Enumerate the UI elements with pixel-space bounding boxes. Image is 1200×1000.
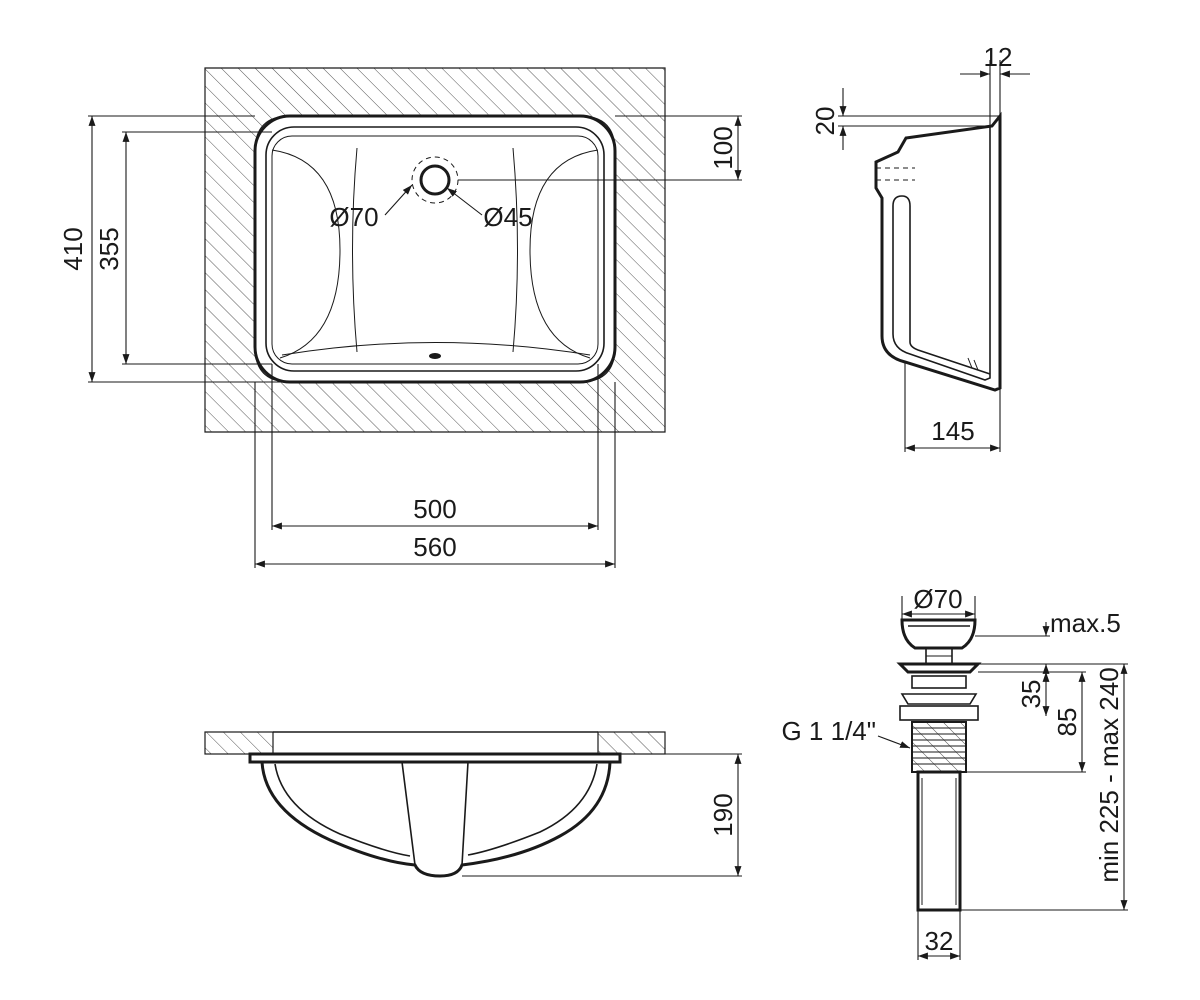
label-100: 100: [708, 126, 738, 169]
side-overflow: [876, 167, 915, 181]
drain-flange: [896, 662, 982, 674]
side-profile-outer: [874, 111, 1002, 392]
label-190: 190: [708, 793, 738, 836]
label-d45: Ø45: [483, 202, 532, 232]
label-max5: max.5: [1050, 608, 1121, 638]
bowl-contour-right2: [512, 147, 518, 353]
overflow-ring: [411, 156, 459, 204]
label-85: 85: [1052, 708, 1082, 737]
top-view: 410 355 100 500 560 Ø70 Ø45: [58, 67, 742, 568]
label-cap-d70: Ø70: [913, 584, 962, 614]
drain-nut-top: [911, 675, 967, 689]
drain-view: Ø70 max.5 35 85 min 225 - max 240 32 G 1…: [781, 584, 1128, 960]
thread-lines: [912, 727, 966, 765]
side-overflow-cut: [967, 357, 979, 371]
leader-d45: [446, 187, 483, 216]
label-35: 35: [1016, 680, 1046, 709]
label-range: min 225 - max 240: [1094, 667, 1124, 882]
drain-hole: [429, 353, 441, 359]
bowl-contour-bottom: [281, 342, 591, 356]
front-bowl-inner: [274, 763, 411, 857]
label-145: 145: [931, 416, 974, 446]
drain-nut: [899, 705, 979, 721]
side-profile-inner2: [901, 195, 991, 375]
label-32: 32: [925, 926, 954, 956]
side-view: 12 20 145: [810, 42, 1030, 452]
basin-rim-inner: [265, 126, 605, 372]
label-12: 12: [984, 42, 1013, 72]
label-410: 410: [58, 227, 88, 270]
label-500: 500: [413, 494, 456, 524]
label-355: 355: [94, 227, 124, 270]
label-560: 560: [413, 532, 456, 562]
leader-thread: [877, 735, 911, 749]
tap-hole: [419, 164, 451, 196]
basin-rim: [253, 114, 617, 384]
label-d70: Ø70: [329, 202, 378, 232]
front-rim: [248, 752, 622, 764]
side-profile-inner: [892, 126, 991, 381]
drain-cap: [900, 618, 977, 650]
front-pedestal: [401, 761, 469, 866]
label-thread: G 1 1/4": [781, 716, 876, 746]
basin-bowl: [271, 135, 599, 365]
drain-pipe: [916, 770, 962, 912]
leader-d70: [384, 184, 413, 216]
bowl-contour-left2: [352, 147, 358, 353]
bowl-contour-right: [529, 149, 599, 359]
bowl-contour-left: [271, 149, 341, 359]
front-countertop-right: [597, 731, 666, 755]
label-20: 20: [810, 107, 840, 136]
front-bowl-inner-r: [467, 763, 598, 856]
front-bowl-outer: [260, 761, 612, 878]
drain-washer: [900, 693, 978, 705]
front-view: 190: [204, 731, 742, 878]
front-countertop-left: [204, 731, 274, 755]
